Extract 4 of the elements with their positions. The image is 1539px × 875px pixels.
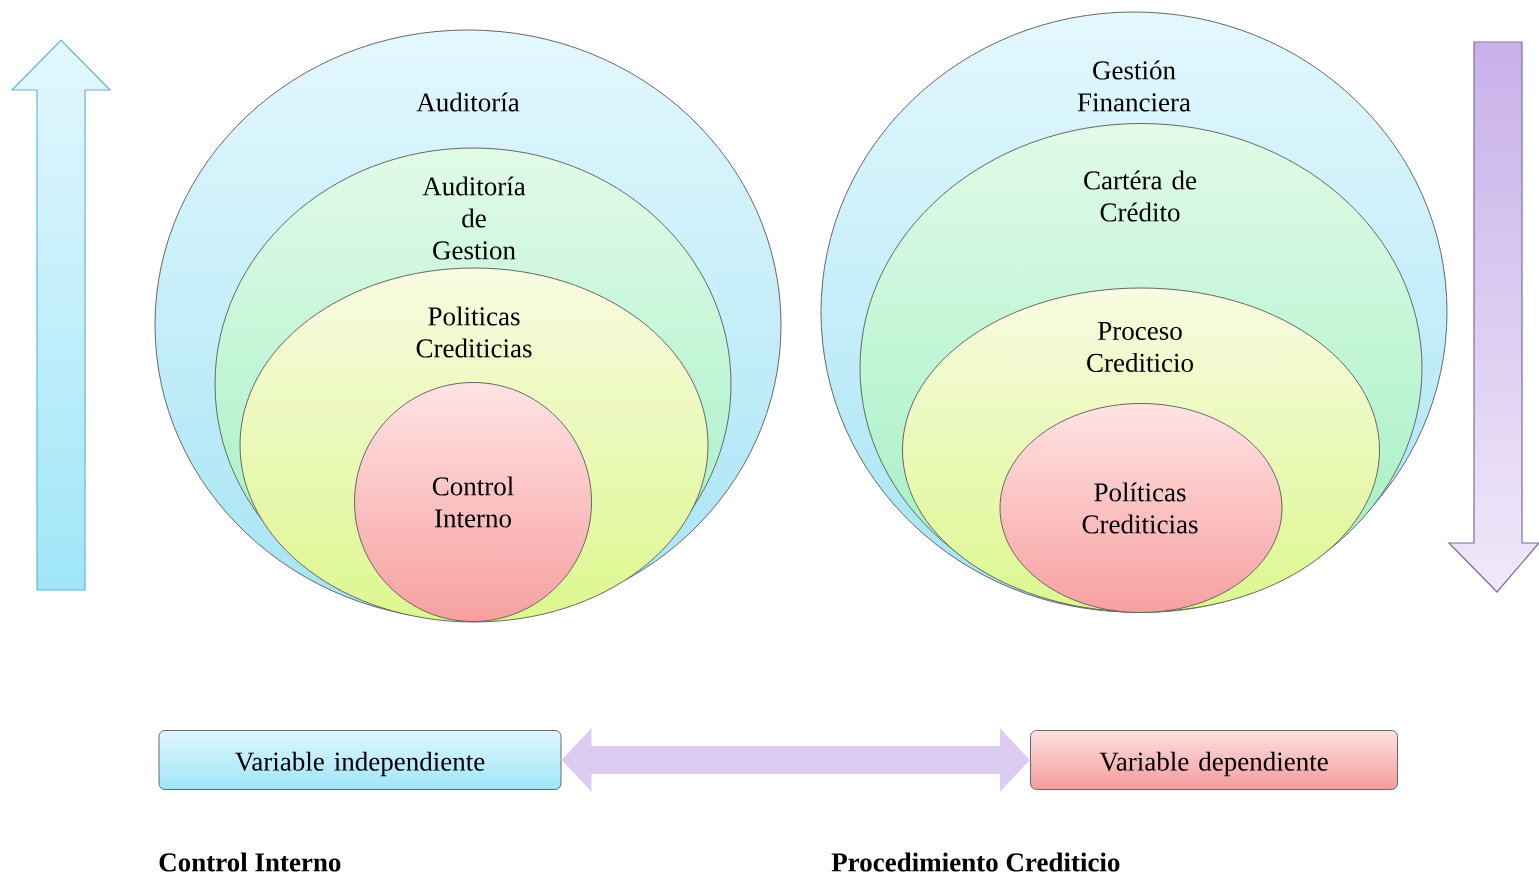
variable-title: Control Interno — [159, 852, 341, 872]
variable-title: Procedimiento Crediticio — [831, 852, 1120, 872]
variable-box: Variable independiente — [158, 730, 562, 790]
variable-box: Variable dependiente — [1030, 730, 1398, 790]
